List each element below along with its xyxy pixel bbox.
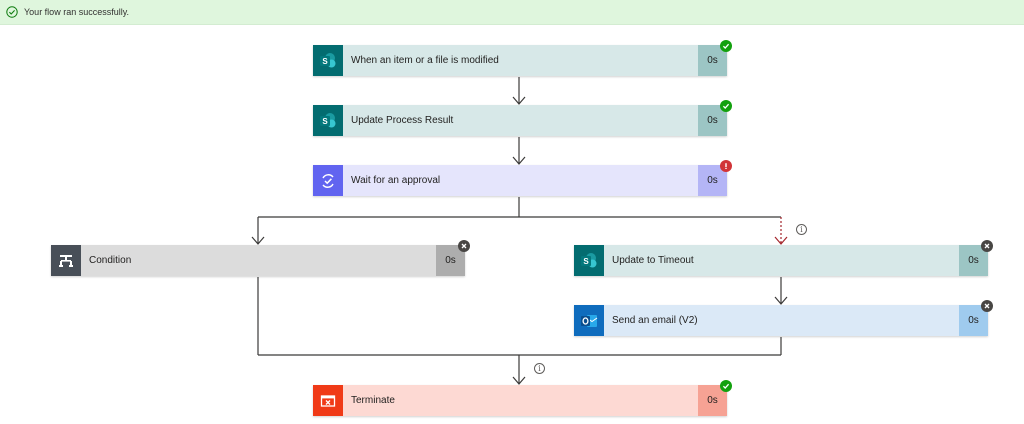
error-status-icon — [720, 160, 732, 172]
run-status-text: Your flow ran successfully. — [24, 7, 130, 17]
condition-icon — [51, 245, 81, 276]
step-duration: 0s — [698, 105, 727, 136]
success-status-icon — [720, 100, 732, 112]
step-card-terminate[interactable]: Terminate 0s — [313, 385, 727, 416]
step-title: Wait for an approval — [343, 165, 698, 196]
terminate-icon — [313, 385, 343, 416]
success-status-icon — [720, 380, 732, 392]
step-title: Terminate — [343, 385, 698, 416]
step-title: Condition — [81, 245, 436, 276]
step-card-trigger[interactable]: S When an item or a file is modified 0s — [313, 45, 727, 76]
check-circle-icon — [6, 6, 18, 18]
run-after-info-icon[interactable]: i — [796, 224, 807, 235]
run-status-banner: Your flow ran successfully. — [0, 0, 1024, 25]
step-title: Update Process Result — [343, 105, 698, 136]
skipped-status-icon — [981, 240, 993, 252]
svg-text:S: S — [322, 57, 328, 66]
outlook-icon — [574, 305, 604, 336]
success-status-icon — [720, 40, 732, 52]
svg-text:S: S — [322, 117, 328, 126]
approval-icon — [313, 165, 343, 196]
step-card-update-process-result[interactable]: S Update Process Result 0s — [313, 105, 727, 136]
step-card-wait-for-approval[interactable]: Wait for an approval 0s — [313, 165, 727, 196]
svg-text:S: S — [583, 257, 589, 266]
step-title: When an item or a file is modified — [343, 45, 698, 76]
step-title: Send an email (V2) — [604, 305, 959, 336]
skipped-status-icon — [981, 300, 993, 312]
skipped-status-icon — [458, 240, 470, 252]
sharepoint-icon: S — [313, 45, 343, 76]
run-after-info-icon[interactable]: i — [534, 363, 545, 374]
step-card-condition[interactable]: Condition 0s — [51, 245, 465, 276]
step-title: Update to Timeout — [604, 245, 959, 276]
step-card-send-email[interactable]: Send an email (V2) 0s — [574, 305, 988, 336]
step-card-update-to-timeout[interactable]: S Update to Timeout 0s — [574, 245, 988, 276]
sharepoint-icon: S — [313, 105, 343, 136]
sharepoint-icon: S — [574, 245, 604, 276]
